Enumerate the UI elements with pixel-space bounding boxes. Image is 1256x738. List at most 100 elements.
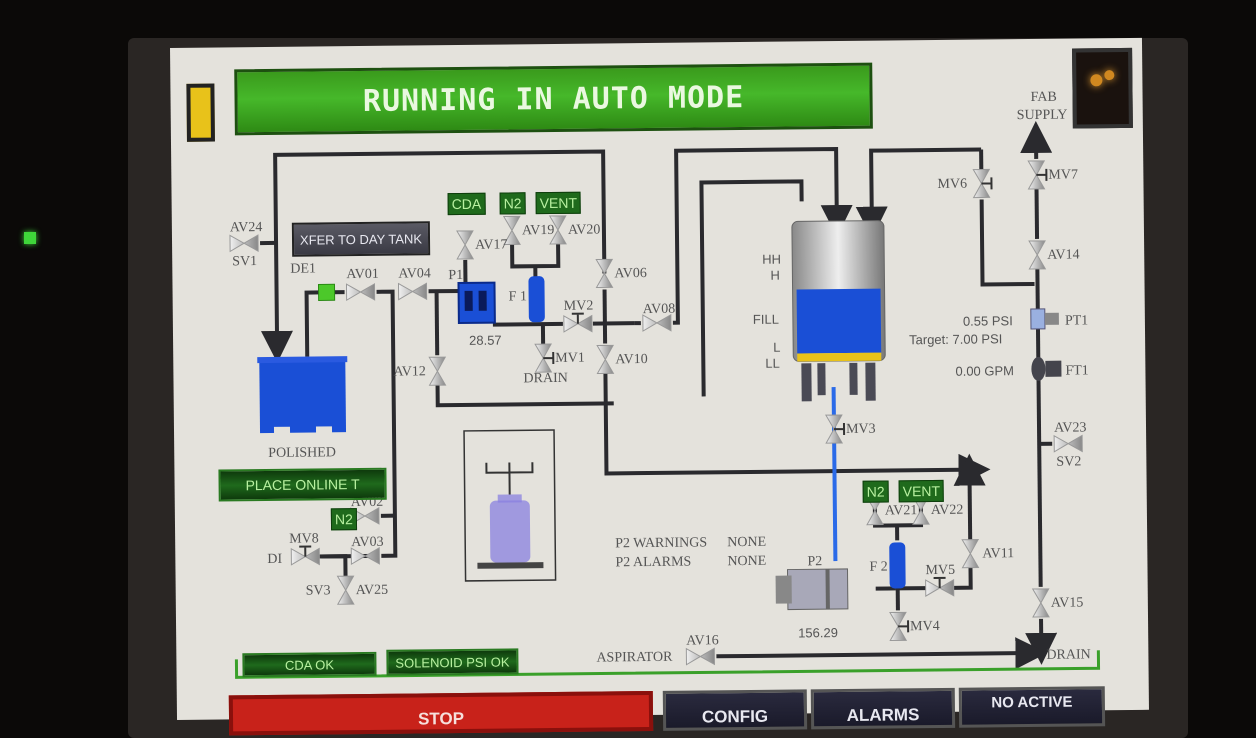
- p2-alarms-value: NONE: [727, 554, 766, 569]
- p2-pump[interactable]: [775, 569, 847, 610]
- av11-valve-icon[interactable]: [962, 540, 978, 568]
- power-led: [24, 232, 36, 244]
- hmi-screen: RUNNING IN AUTO MODE: [170, 38, 1149, 720]
- av06-valve-icon[interactable]: [596, 259, 612, 287]
- chemical-drum-panel[interactable]: [464, 430, 556, 581]
- p1-value: 28.57: [469, 333, 502, 348]
- fab-supply-label-2: SUPPLY: [1017, 108, 1068, 124]
- p2-label: P2: [807, 554, 822, 569]
- day-tank[interactable]: [792, 221, 886, 402]
- tank-ll-band: [797, 353, 881, 362]
- av08-label: AV08: [643, 302, 676, 317]
- ft1-transmitter[interactable]: [1031, 357, 1061, 381]
- p2-value: 156.29: [798, 625, 838, 640]
- pipe-tank-to-p2: [834, 387, 836, 561]
- mv1-label: MV1: [555, 351, 585, 366]
- av23-label: AV23: [1054, 420, 1087, 435]
- pipe-di: [315, 556, 345, 576]
- av11-label: AV11: [982, 546, 1014, 561]
- av16-label: AV16: [686, 633, 719, 648]
- config-button[interactable]: CONFIG: [663, 689, 807, 731]
- av12-label: AV12: [393, 364, 426, 379]
- pipe-polished-out: [307, 292, 322, 356]
- av15-label: AV15: [1051, 595, 1084, 610]
- ft1-label: FT1: [1065, 363, 1088, 378]
- mv5-label: MV5: [925, 563, 955, 578]
- av12-valve-icon[interactable]: [429, 357, 445, 385]
- n2-tag-top: N2: [500, 192, 526, 214]
- vent-tag-bottom: VENT: [899, 480, 945, 502]
- av14-label: AV14: [1047, 247, 1080, 262]
- alarms-button[interactable]: ALARMS: [811, 688, 955, 730]
- p1-pump[interactable]: [458, 283, 494, 323]
- level-fill-label: FILL: [753, 312, 779, 327]
- stop-button[interactable]: STOP: [229, 691, 653, 735]
- pipe-av19-20: [512, 244, 558, 266]
- f1-label: F 1: [509, 289, 527, 304]
- pipe-p1-f1: [493, 324, 563, 325]
- av10-label: AV10: [615, 352, 648, 367]
- av17-label: AV17: [475, 237, 508, 252]
- de1-label: DE1: [290, 261, 316, 276]
- mv4-label: MV4: [910, 619, 940, 634]
- cda-ok-indicator: CDA OK: [242, 652, 376, 677]
- mv2-label: MV2: [564, 299, 594, 314]
- pipe-av12-bottom: [438, 383, 614, 405]
- av15-valve-icon[interactable]: [1033, 589, 1049, 617]
- av01-label: AV01: [346, 267, 379, 282]
- av16-valve-icon[interactable]: [686, 648, 714, 664]
- av03-label: AV03: [351, 535, 384, 550]
- process-diagram: FAB SUPPLY POLISHED DE1 P1 28.57 F 1 F 2…: [170, 38, 1149, 720]
- pt1-label: PT1: [1065, 313, 1088, 328]
- p2-warnings-value: NONE: [727, 535, 766, 550]
- pipe-tank-return: [701, 181, 803, 396]
- di-label: DI: [267, 552, 282, 567]
- av04-valve-icon[interactable]: [398, 283, 426, 299]
- de1-indicator[interactable]: [318, 284, 334, 300]
- level-l-label: L: [773, 340, 780, 355]
- p2-alarms-label: P2 ALARMS: [615, 555, 691, 571]
- level-ll-label: LL: [765, 356, 780, 371]
- av24-valve-icon[interactable]: [230, 235, 258, 251]
- pressure-target: Target: 7.00 PSI: [909, 331, 1002, 347]
- av17-valve-icon[interactable]: [457, 231, 473, 259]
- av08-valve-icon[interactable]: [643, 315, 671, 331]
- sv3-label: SV3: [306, 583, 331, 598]
- av04-label: AV04: [398, 266, 431, 281]
- pipe-drain-line: [716, 653, 1031, 656]
- polished-tank[interactable]: [257, 356, 348, 437]
- av20-label: AV20: [568, 223, 601, 238]
- av10-valve-icon[interactable]: [597, 345, 613, 373]
- place-online-button[interactable]: PLACE ONLINE T: [218, 468, 386, 502]
- p2-warnings-label: P2 WARNINGS: [615, 535, 707, 551]
- no-active-alarms-button[interactable]: NO ACTIVE: [959, 686, 1105, 728]
- av25-valve-icon[interactable]: [338, 576, 354, 604]
- flow-readout: 0.00 GPM: [955, 363, 1014, 379]
- av24-label: AV24: [230, 220, 263, 235]
- av06-label: AV06: [614, 266, 647, 281]
- f2-filter[interactable]: [889, 542, 905, 588]
- pipe-av10-to-sv2: [605, 370, 974, 474]
- av21-label: AV21: [885, 503, 918, 518]
- solenoid-psi-ok-indicator: SOLENOID PSI OK: [386, 648, 518, 675]
- mv6-label: MV6: [937, 177, 967, 192]
- pipe-av06-av10: [605, 289, 606, 343]
- pipe-av11-up: [969, 470, 970, 540]
- mv3-label: MV3: [846, 422, 876, 437]
- n2-tag-left: N2: [331, 508, 357, 530]
- pipe-mv6-bottom: [982, 199, 1035, 285]
- av19-label: AV19: [522, 223, 555, 238]
- p1-label: P1: [448, 268, 463, 283]
- f1-filter[interactable]: [528, 276, 544, 322]
- drain-label-right: DRAIN: [1046, 647, 1090, 662]
- av03-valve-icon[interactable]: [351, 548, 379, 564]
- av25-label: AV25: [356, 583, 389, 598]
- tank-water-level: [797, 289, 882, 354]
- pt1-transmitter[interactable]: [1031, 309, 1059, 329]
- vent-tag-top: VENT: [536, 192, 582, 214]
- cda-tag: CDA: [448, 193, 486, 215]
- av14-valve-icon[interactable]: [1029, 241, 1045, 269]
- av01-valve-icon[interactable]: [346, 284, 374, 300]
- av23-valve-icon[interactable]: [1054, 435, 1082, 451]
- xfer-to-day-tank-button[interactable]: XFER TO DAY TANK: [292, 221, 430, 256]
